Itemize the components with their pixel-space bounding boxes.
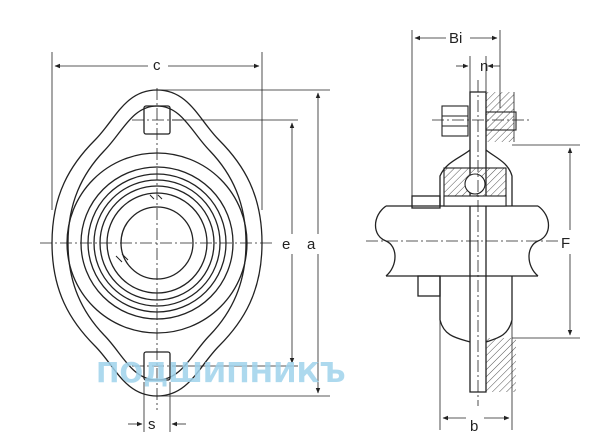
dimension-c (51, 52, 263, 210)
label-f: F (561, 235, 570, 252)
dimension-b (439, 320, 513, 430)
bolt (441, 105, 517, 137)
ball (464, 173, 486, 195)
dimension-n (456, 56, 500, 92)
side-hatched-support (486, 92, 516, 392)
label-b: b (470, 418, 478, 435)
set-screw-top (149, 194, 163, 200)
label-bi: Bi (449, 30, 462, 47)
watermark-text: ПОДШИПНИКЪ (96, 356, 346, 389)
dimension-s (128, 382, 186, 432)
label-s: s (148, 416, 156, 433)
dimension-e (172, 119, 298, 367)
dimension-f (512, 144, 580, 339)
set-screw-bottom (115, 253, 129, 263)
label-e: e (282, 236, 290, 253)
side-housing (411, 91, 513, 393)
dimension-a (160, 89, 330, 397)
dimension-bi (411, 30, 501, 196)
side-centerlines (366, 80, 560, 406)
label-n: n (480, 58, 488, 75)
label-c: c (153, 57, 161, 74)
bearing-insert (443, 167, 507, 207)
label-a: a (307, 236, 316, 253)
